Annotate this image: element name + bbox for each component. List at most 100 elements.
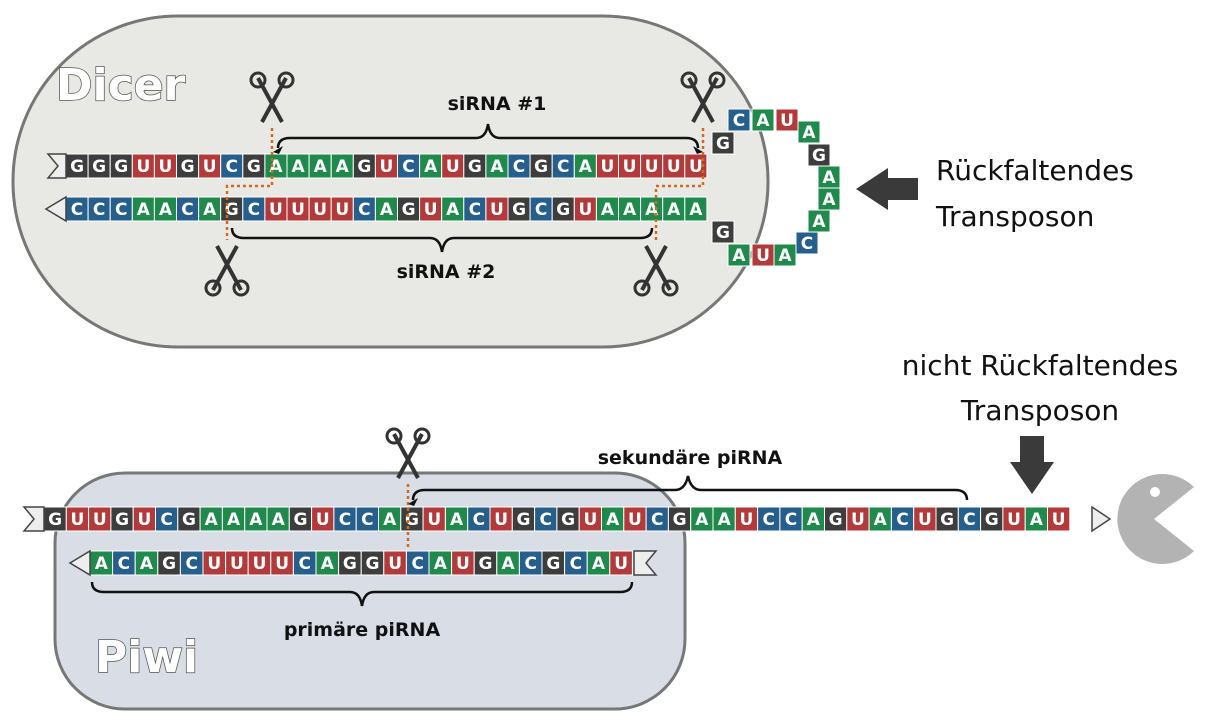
nucleotide-letter: A	[822, 168, 836, 188]
nucleotide-U: U	[578, 506, 603, 532]
pacman-icon	[1117, 474, 1194, 564]
nucleotide-G: G	[288, 506, 313, 532]
nucleotide-letter: A	[695, 510, 709, 530]
nucleotide-A: A	[868, 506, 892, 532]
nucleotide-U: U	[88, 506, 112, 532]
nucleotide-letter: G	[247, 157, 261, 177]
nucleotide-C: C	[467, 506, 491, 532]
nucleotide-letter: G	[512, 200, 526, 220]
sirna1-label: siRNA #1	[448, 93, 547, 115]
nucleotide-A: A	[618, 196, 642, 222]
nucleotide-G: G	[110, 506, 134, 532]
nucleotide-letter: G	[556, 200, 570, 220]
sirna2-label: siRNA #2	[397, 261, 496, 283]
nucleotide-box	[711, 220, 735, 244]
nucleotide-box	[609, 550, 633, 576]
nucleotide-letter: C	[115, 200, 127, 220]
nucleotide-letter: A	[667, 200, 681, 220]
nucleotide-letter: A	[205, 510, 219, 530]
nucleotide-G: G	[824, 506, 848, 532]
nucleotide-letter: U	[446, 157, 460, 177]
nucleotide-C: C	[292, 550, 317, 576]
nucleotide-letter: U	[388, 554, 402, 574]
nucleotide-A: A	[444, 506, 469, 532]
nucleotide-letter: U	[740, 510, 754, 530]
nucleotide-letter: G	[343, 554, 357, 574]
nucleotide-letter: U	[380, 157, 394, 177]
nucleotide-letter: G	[402, 200, 416, 220]
nucleotide-G: G	[541, 550, 566, 576]
nucleotide-C: C	[463, 196, 487, 222]
nucleotide-A: A	[485, 153, 509, 179]
foldback-label-line2: Transposon	[935, 200, 1094, 233]
nucleotide-U: U	[1002, 506, 1026, 532]
nucleotide-letter: U	[275, 554, 289, 574]
nucleotide-C: C	[757, 506, 781, 532]
nucleotide-U: U	[441, 153, 465, 179]
nucleotide-letter: U	[490, 200, 504, 220]
nucleotide-A: A	[330, 153, 354, 179]
foldback-label-line1: Rückfaltendes	[936, 154, 1134, 187]
nucleotide-letter: U	[614, 554, 628, 574]
nucleotide-C: C	[890, 506, 915, 532]
nucleotide-C: C	[109, 196, 133, 222]
nucleotide-letter: U	[601, 157, 615, 177]
nucleotide-C: C	[220, 153, 244, 179]
nucleotide-G: G	[463, 153, 487, 179]
nucleotide-letter: G	[225, 200, 239, 220]
nucleotide-U: U	[198, 153, 222, 179]
nucleotide-letter: A	[718, 510, 732, 530]
nucleotide-A: A	[727, 243, 751, 267]
pacman-eye	[1150, 487, 1160, 497]
nucleotide-C: C	[112, 550, 136, 576]
nucleotide-letter: G	[114, 157, 128, 177]
secondary-arrowhead	[408, 498, 418, 506]
nucleotide-G: G	[109, 153, 133, 179]
nucleotide-A: A	[817, 165, 841, 189]
nucleotide-G: G	[43, 506, 67, 532]
nucleotide-letter: A	[321, 554, 335, 574]
nucleotide-box	[727, 108, 751, 132]
secondary-pirna-label: sekundäre piRNA	[598, 447, 783, 469]
nucleotide-A: A	[221, 506, 246, 532]
nucleotide-letter: A	[450, 510, 464, 530]
nucleotide-A: A	[286, 153, 310, 179]
primary-pirna-brace	[90, 581, 634, 607]
nucleotide-A: A	[89, 550, 114, 576]
nucleotide-letter: U	[335, 200, 349, 220]
nucleotide-C: C	[957, 506, 982, 532]
nucleotide-letter: U	[316, 510, 330, 530]
nucleotide-A: A	[131, 196, 155, 222]
nucleotide-letter: C	[361, 510, 373, 530]
strand-cap	[44, 195, 67, 223]
nucleotide-letter: A	[137, 200, 151, 220]
nucleotide-C: C	[155, 506, 179, 532]
nucleotide-letter: U	[253, 554, 267, 574]
scissors-icon	[249, 71, 295, 123]
nucleotide-U: U	[330, 196, 354, 222]
nucleotide-C: C	[397, 153, 421, 179]
nucleotide-letter: C	[339, 510, 351, 530]
nucleotide-letter: G	[812, 146, 826, 166]
nucleotide-letter: G	[293, 510, 307, 530]
nucleotide-box	[1047, 506, 1071, 532]
nucleotide-letter: U	[137, 510, 151, 530]
nucleotide-letter: U	[494, 510, 508, 530]
nucleotide-letter: U	[71, 510, 85, 530]
nucleotide-letter: U	[583, 510, 597, 530]
nucleotide-letter: C	[963, 510, 975, 530]
nucleotide-letter: C	[785, 510, 797, 530]
sirna2-brace	[230, 227, 654, 253]
nucleotide-letter: G	[716, 134, 730, 154]
nucleotide-C: C	[779, 506, 803, 532]
nucleotide-letter: U	[780, 111, 794, 131]
nucleotide-letter: U	[456, 554, 470, 574]
nucleotide-A: A	[428, 550, 453, 576]
nucleotide-C: C	[176, 196, 200, 222]
nucleotide-letter: G	[468, 157, 482, 177]
cut-line	[654, 128, 705, 240]
